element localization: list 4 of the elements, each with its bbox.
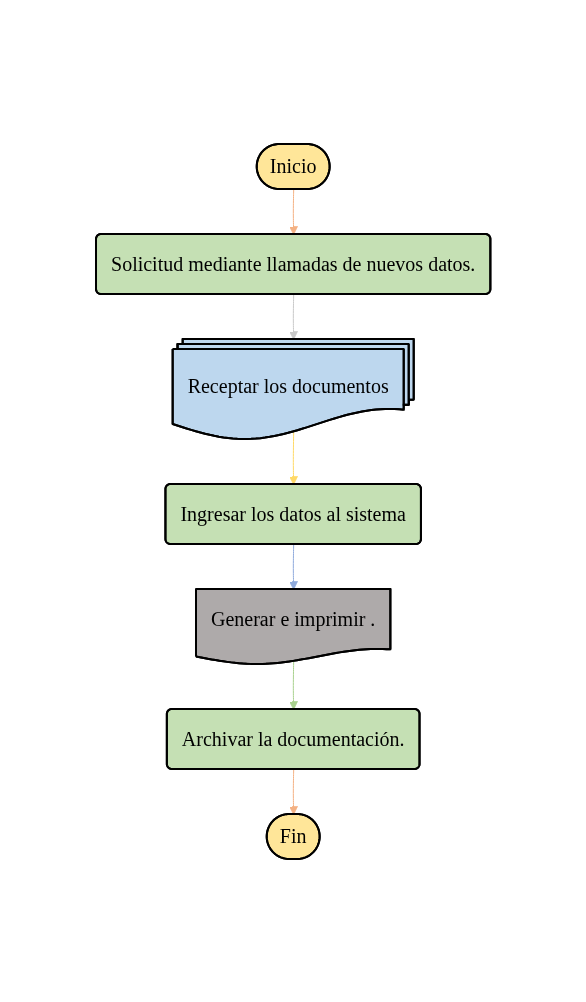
arrow	[288, 768, 298, 815]
arrow	[288, 430, 298, 485]
arrow	[288, 188, 298, 235]
arrow	[288, 660, 298, 710]
